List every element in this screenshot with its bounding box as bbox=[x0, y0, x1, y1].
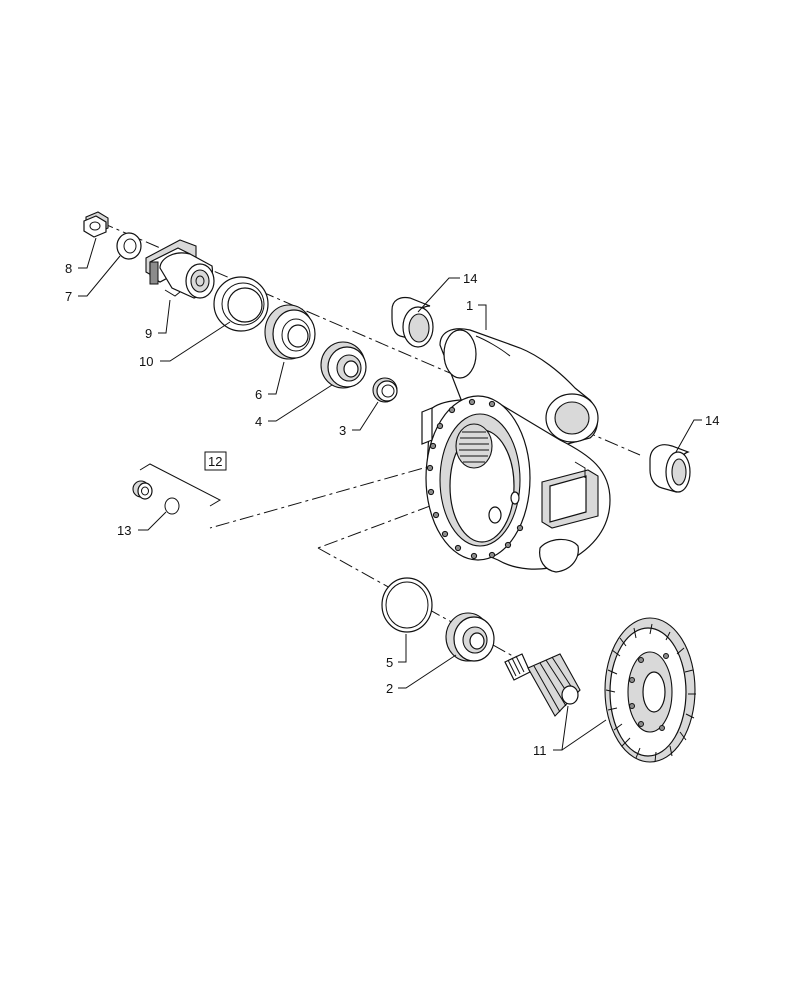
callout-4: 4 bbox=[255, 414, 262, 429]
part-1-axle-housing bbox=[421, 328, 611, 573]
callout-10: 10 bbox=[139, 354, 153, 369]
part-10-seal bbox=[213, 276, 269, 332]
part-13-snap-ring bbox=[164, 497, 180, 515]
leader-lines bbox=[78, 237, 702, 751]
callout-8: 8 bbox=[65, 261, 72, 276]
part-3-shim bbox=[372, 377, 398, 403]
part-6-seal-cage bbox=[264, 304, 316, 360]
part-5-o-ring bbox=[381, 577, 433, 633]
ring-gear bbox=[604, 617, 696, 763]
kit-bushing bbox=[132, 480, 153, 500]
callout-7: 7 bbox=[65, 289, 72, 304]
callout-14-upper: 14 bbox=[463, 271, 477, 286]
callout-12: 12 bbox=[208, 454, 222, 469]
part-2-bearing bbox=[445, 612, 495, 662]
callout-13: 13 bbox=[117, 523, 131, 538]
callout-9: 9 bbox=[145, 326, 152, 341]
callout-3: 3 bbox=[339, 423, 346, 438]
part-7-washer bbox=[116, 232, 142, 260]
part-14-bushing-upper bbox=[391, 296, 434, 348]
callout-14-lower: 14 bbox=[705, 413, 719, 428]
part-14-bushing-lower bbox=[649, 444, 691, 493]
flange-bolt-holes bbox=[426, 398, 524, 560]
part-8-hex-nut bbox=[83, 211, 109, 238]
callout-6: 6 bbox=[255, 387, 262, 402]
callout-12-box: 12 bbox=[204, 451, 227, 471]
pinion-gear bbox=[504, 653, 581, 717]
callout-labels: 8 7 9 10 6 4 3 12 13 14 1 14 5 2 11 bbox=[65, 261, 719, 758]
part-11-gear-set bbox=[504, 617, 696, 763]
callout-1: 1 bbox=[466, 298, 473, 313]
part-4-bearing bbox=[320, 341, 367, 389]
callout-11: 11 bbox=[533, 743, 547, 758]
part-12-kit bbox=[132, 463, 222, 515]
callout-5: 5 bbox=[386, 655, 393, 670]
callout-2: 2 bbox=[386, 681, 393, 696]
part-9-yoke bbox=[145, 239, 215, 299]
